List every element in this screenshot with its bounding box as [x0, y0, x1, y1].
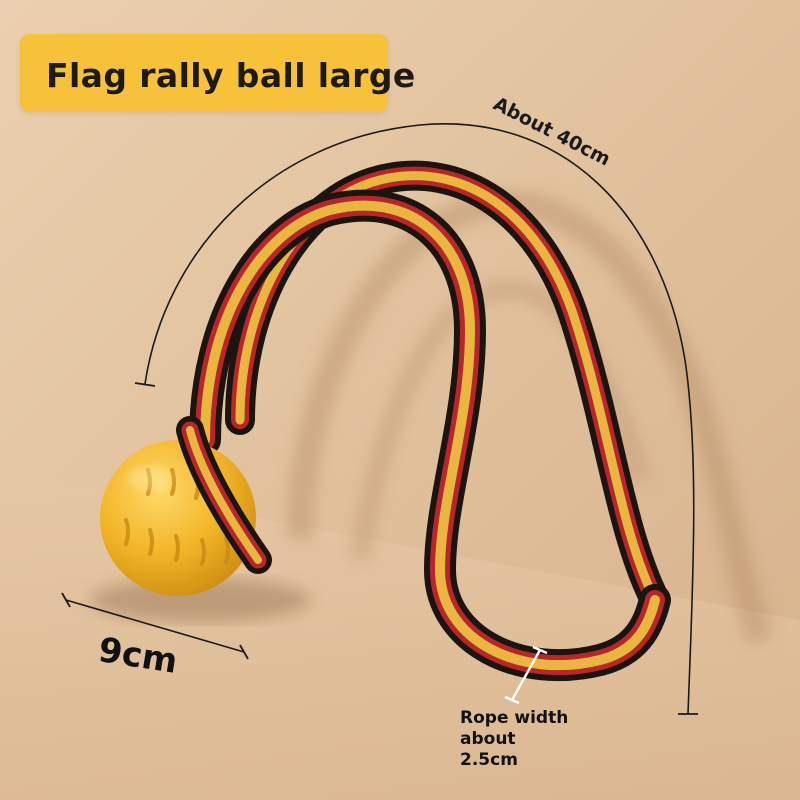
rope-back-strand [225, 160, 670, 615]
length-arc [144, 123, 695, 715]
ball-shadow [90, 578, 310, 622]
length-arc-end-left [134, 382, 156, 387]
rope-front-strand [189, 189, 671, 682]
rope-shadow [287, 190, 773, 644]
rope-width-marker [504, 645, 548, 705]
product-title: Flag rally ball large [46, 56, 416, 95]
title-banner [20, 34, 388, 112]
rope-width-label: Rope width about 2.5cm [460, 708, 569, 770]
ball-diameter-marker [61, 592, 249, 660]
